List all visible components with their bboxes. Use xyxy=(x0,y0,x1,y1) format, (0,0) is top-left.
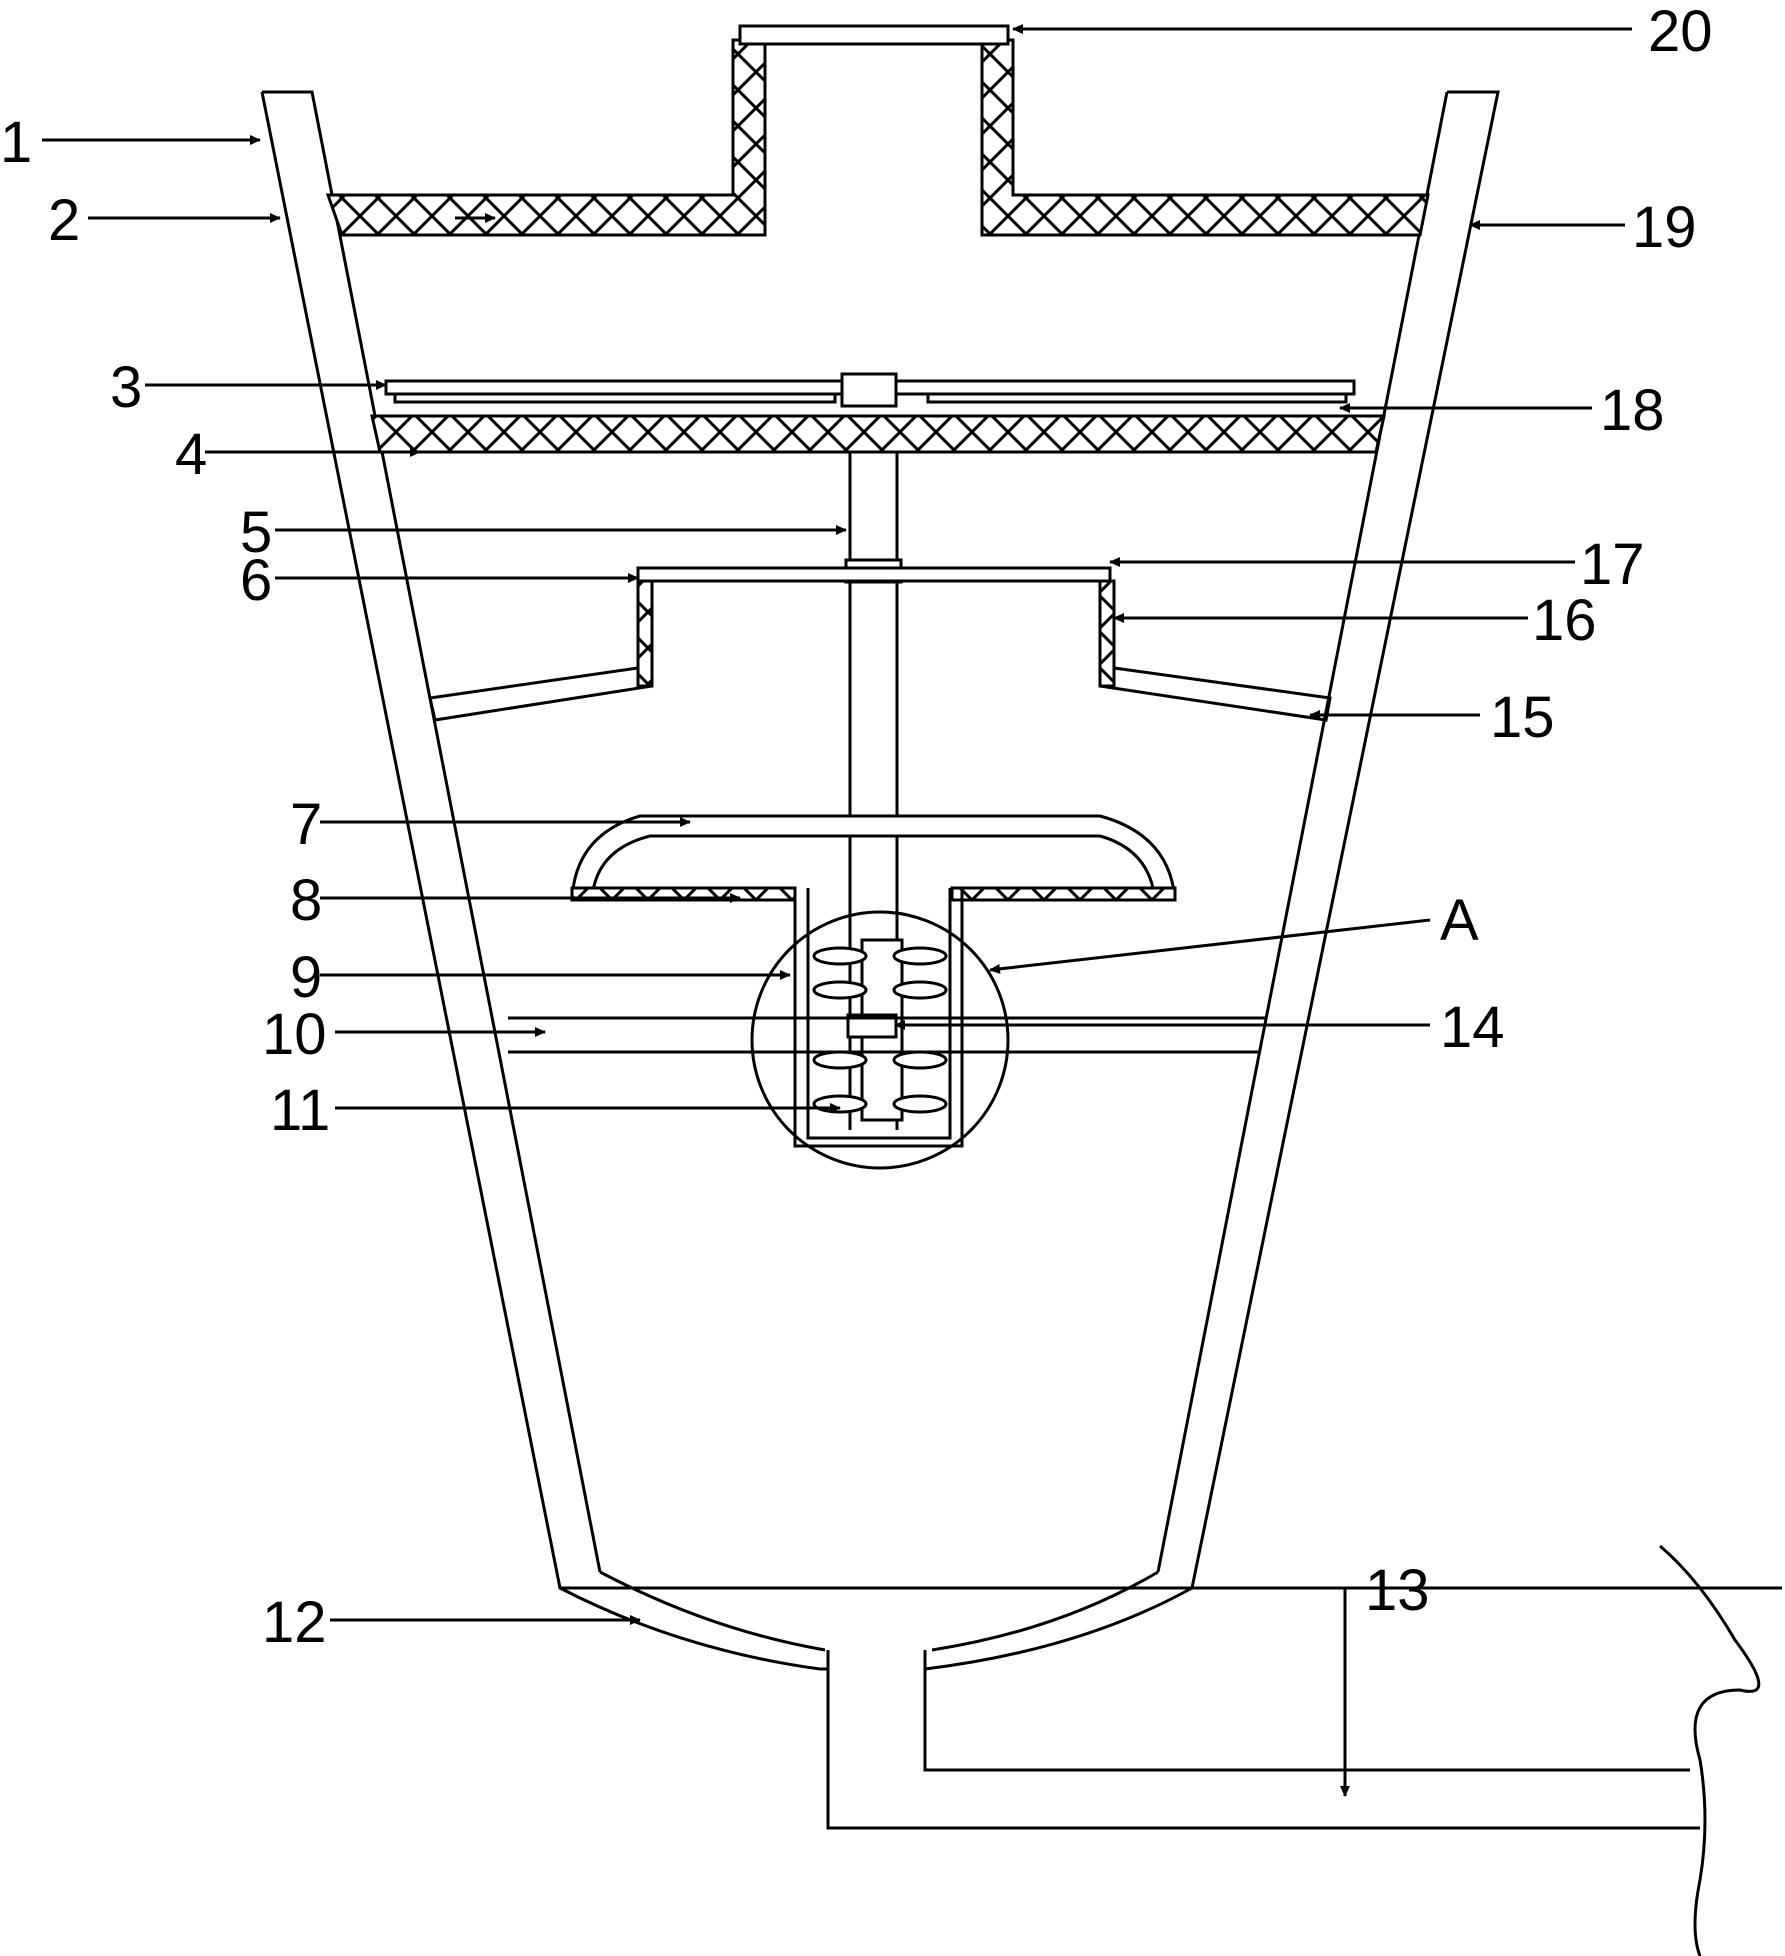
leader-lines xyxy=(42,24,1632,1797)
callout-1: 1 xyxy=(0,110,32,175)
detail-a xyxy=(508,910,1265,1170)
callout-4: 4 xyxy=(175,422,207,487)
callout-11: 11 xyxy=(270,1078,330,1143)
callout-16: 16 xyxy=(1532,588,1597,653)
callout-15: 15 xyxy=(1490,685,1555,750)
callout-10: 10 xyxy=(262,1002,327,1067)
callout-18: 18 xyxy=(1600,378,1665,443)
callout-a: A xyxy=(1440,888,1479,953)
callout-5: 5 xyxy=(240,500,272,565)
callout-20: 20 xyxy=(1648,0,1713,64)
callout-7: 7 xyxy=(290,792,322,857)
callout-12: 12 xyxy=(262,1590,327,1655)
distributor xyxy=(428,566,1332,722)
callout-6: 6 xyxy=(240,548,272,613)
outlet-pipe xyxy=(826,1544,1761,1956)
callout-8: 8 xyxy=(290,868,322,933)
callout-3: 3 xyxy=(110,355,142,420)
blades xyxy=(812,946,948,1114)
upper-plate-assembly xyxy=(370,372,1386,454)
top-lid xyxy=(325,24,1430,237)
callouts: 1 2 3 4 5 6 7 8 9 10 11 12 13 14 15 16 1… xyxy=(0,0,1713,1655)
callout-2: 2 xyxy=(48,188,80,253)
callout-9: 9 xyxy=(290,945,322,1010)
callout-14: 14 xyxy=(1440,995,1505,1060)
callout-13: 13 xyxy=(1365,1558,1430,1623)
callout-19: 19 xyxy=(1632,195,1697,260)
callout-17: 17 xyxy=(1580,532,1645,597)
tank-shell xyxy=(260,90,1782,1671)
